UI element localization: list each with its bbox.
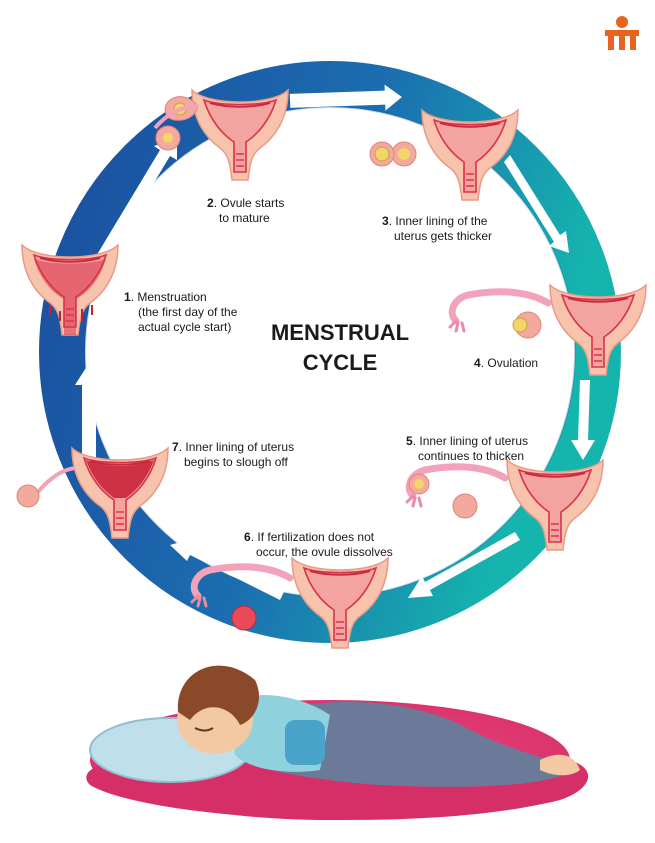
stage-number: 2 xyxy=(207,196,214,210)
stage-text: begins to slough off xyxy=(184,455,288,469)
stage-illustration-4 xyxy=(450,284,647,376)
stage-number: 1 xyxy=(124,290,131,304)
stage-illustration-7 xyxy=(16,447,169,539)
stage-text: uterus gets thicker xyxy=(394,229,493,243)
stage-number: 7 xyxy=(172,440,179,454)
resting-woman-illustration xyxy=(86,665,589,820)
stage-illustration-1 xyxy=(21,244,119,336)
stage-label-6: 6. If fertilization does not occur, the … xyxy=(244,530,393,560)
diagram-title: MENSTRUAL CYCLE xyxy=(235,318,445,378)
stage-label-7: 7. Inner lining of uterus begins to slou… xyxy=(172,440,294,470)
stage-number: 3 xyxy=(382,214,389,228)
cycle-arrows xyxy=(75,84,595,600)
stage-text: to mature xyxy=(219,211,270,225)
stage-label-5: 5. Inner lining of uterus continues to t… xyxy=(406,434,528,464)
stage-illustration-6 xyxy=(192,557,389,649)
stage-text: continues to thicken xyxy=(418,449,525,463)
stage-illustration-2 xyxy=(153,89,289,181)
stage-number: 5 xyxy=(406,434,413,448)
title-line-2: CYCLE xyxy=(302,350,378,375)
title-line-1: MENSTRUAL xyxy=(270,320,410,345)
stage-text: actual cycle start) xyxy=(138,320,232,334)
stage-number: 4 xyxy=(474,356,481,370)
stage-text: . Menstruation xyxy=(130,290,207,304)
stage-text: (the first day of the xyxy=(138,305,238,319)
stage-text: . Ovule starts xyxy=(213,196,285,210)
stage-text: . If fertilization does not xyxy=(250,530,375,544)
stage-label-3: 3. Inner lining of the uterus gets thick… xyxy=(382,214,492,244)
stage-text: . Inner lining of uterus xyxy=(412,434,529,448)
stage-label-2: 2. Ovule starts to mature xyxy=(207,196,284,226)
stage-text: . Inner lining of uterus xyxy=(178,440,295,454)
stage-text: . Ovulation xyxy=(480,356,539,370)
brand-logo-icon xyxy=(605,16,639,50)
stage-text: occur, the ovule dissolves xyxy=(256,545,393,559)
stage-label-1: 1. Menstruation (the first day of the ac… xyxy=(124,290,237,335)
stage-illustration-3 xyxy=(369,109,519,201)
stage-illustration-5 xyxy=(407,459,604,551)
stage-label-4: 4. Ovulation xyxy=(474,356,538,371)
stage-number: 6 xyxy=(244,530,251,544)
stage-text: . Inner lining of the xyxy=(388,214,488,228)
